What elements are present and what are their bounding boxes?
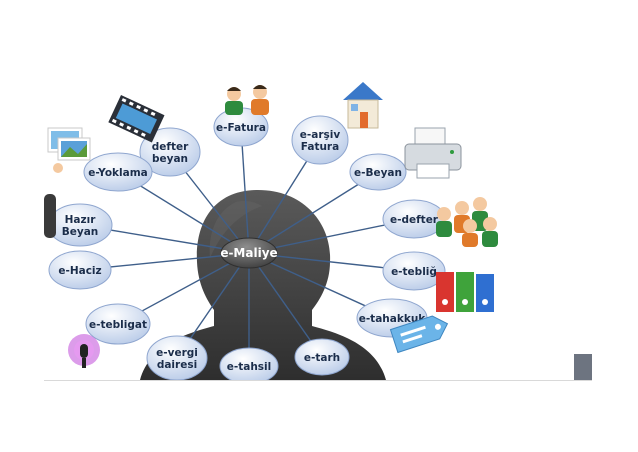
node-bubble [48,250,112,290]
node-label: e-Haciz [58,265,101,277]
node-bubble [139,127,201,177]
node-e-tahsil: e-tahsil [219,347,279,380]
node-label: e-tahsil [227,361,272,373]
node-label: e-tebliğ [391,266,437,278]
node-label: e-tarh [304,352,340,364]
printer-icon [404,127,462,179]
webcam-icon [44,194,56,238]
node-label: e-Yoklama [88,167,147,179]
node-bubble [382,251,446,291]
node-label: Hazır [65,214,97,226]
node-e-tebligat-left: e-tebligat [85,303,151,345]
node-label: e-vergi [156,347,198,359]
node-label: defter [152,141,189,153]
users-group-icon [225,85,269,115]
people-crowd-icon [436,197,498,247]
node-e-defter: e-defter [382,199,446,239]
connector-e-fatura [240,126,250,254]
node-bubble [349,153,407,191]
node-label: e-defter [390,214,439,226]
house-icon [343,82,383,129]
center-label: e-Maliye [220,246,277,260]
film-strip-icon [108,95,165,143]
node-bubble [294,338,350,376]
head-highlight [209,201,262,258]
connector-e-tarh [248,252,323,358]
node-bubble [83,152,153,192]
node-bubble [219,347,279,380]
scrollbar-thumb[interactable] [574,354,592,380]
node-e-beyan: e-Beyan [349,153,407,191]
node-label: Fatura [301,141,339,153]
node-label: Beyan [62,226,99,238]
tag-icon [389,315,449,354]
node-label: e-tahakkuk [359,313,427,325]
node-label: beyan [152,153,188,165]
node-e-fatura: e-Fatura [213,107,269,147]
node-label: e-tebligat [89,319,147,331]
photos-icon [47,127,91,173]
content-divider [44,380,592,381]
node-e-tarh: e-tarh [294,338,350,376]
node-bubble [85,303,151,345]
node-e-yoklama: e-Yoklama [83,152,153,192]
node-label: e-Beyan [354,167,402,179]
node-e-tebligat-right: e-tebliğ [382,251,446,291]
node-label: e-arşiv [300,129,341,141]
microphone-icon [68,334,100,368]
node-bubble [146,335,208,380]
node-label: dairesi [157,359,197,371]
center-node: e-Maliye [220,237,278,269]
node-e-haciz: e-Haciz [48,250,112,290]
node-label: e-Fatura [216,122,266,134]
connector-e-beyan [248,171,379,254]
binders-icon [436,272,494,312]
node-bubble [291,115,349,165]
